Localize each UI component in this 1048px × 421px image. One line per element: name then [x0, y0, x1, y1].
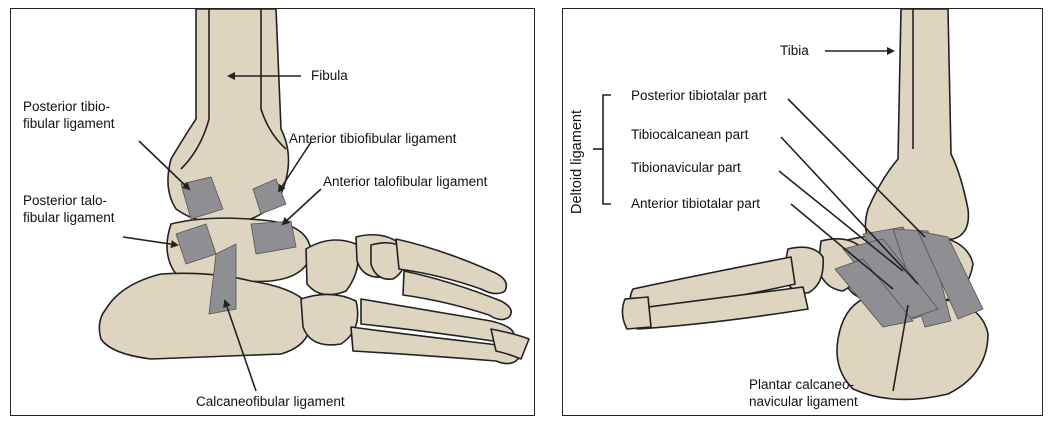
deltoid-ligament-label: Deltoid ligament: [569, 110, 585, 214]
posterior-talofibular-label-line2: fibular ligament: [23, 210, 115, 226]
anterior-tibiotalar-label: Anterior tibiotalar part: [631, 196, 760, 212]
plantar-calcaneonavicular-label-line2: navicular ligament: [749, 394, 858, 410]
fibula-label: Fibula: [311, 68, 348, 84]
medial-view-panel: Tibia Deltoid ligament Posterior tibiota…: [562, 8, 1043, 416]
cuboid-bone: [301, 294, 358, 344]
calcaneofibular-label: Calcaneofibular ligament: [196, 394, 345, 410]
medial-ankle-diagram: [563, 9, 1044, 417]
lateral-view-panel: Fibula Posterior tibio- fibular ligament…: [10, 8, 535, 416]
toe-bone: [622, 297, 651, 329]
posterior-tibiofibular-label-line2: fibular ligament: [23, 116, 115, 132]
tibia-label: Tibia: [780, 43, 809, 59]
navicular-bone: [306, 240, 358, 295]
deltoid-bracket: [603, 95, 611, 204]
posterior-tibiotalar-label: Posterior tibiotalar part: [631, 88, 767, 104]
calcaneus-bone: [99, 273, 311, 359]
plantar-calcaneonavicular-label-line1: Plantar calcaneo-: [749, 377, 854, 393]
anterior-talofibular-label: Anterior talofibular ligament: [323, 174, 487, 190]
tibionavicular-label: Tibionavicular part: [631, 160, 741, 176]
tibia-bone: [865, 9, 968, 241]
posterior-talofibular-label-line1: Posterior talo-: [23, 193, 107, 209]
tibiocalcanean-label: Tibiocalcanean part: [631, 127, 748, 143]
anterior-tibiofibular-label: Anterior tibiofibular ligament: [289, 131, 456, 147]
posterior-tibiofibular-label-line1: Posterior tibio-: [23, 99, 110, 115]
